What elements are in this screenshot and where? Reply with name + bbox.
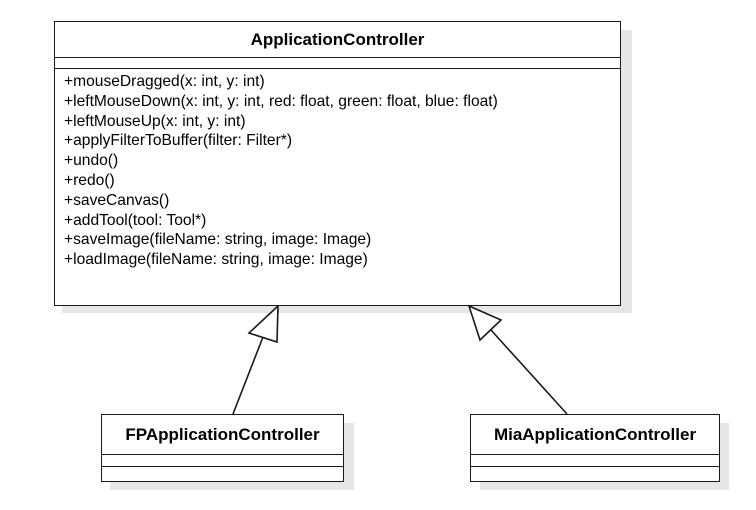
application-controller-operations: +mouseDragged(x: int, y: int) +leftMouse…: [55, 69, 620, 270]
operation-redo: +redo(): [64, 171, 115, 189]
mia-generalization-line: [490, 329, 568, 415]
fp-application-controller-name: FPApplicationController: [102, 415, 343, 455]
fp-application-controller-operations: [102, 467, 343, 480]
application-controller-name: ApplicationController: [55, 22, 620, 58]
mia-application-controller-operations: [471, 467, 719, 480]
mia-application-controller-name: MiaApplicationController: [471, 415, 719, 455]
operation-mouse-dragged: +mouseDragged(x: int, y: int): [64, 73, 265, 90]
fp-generalization-arrowhead: [247, 304, 279, 344]
operation-left-mouse-down: +leftMouseDown(x: int, y: int, red: floa…: [64, 92, 498, 110]
operation-undo: +undo(): [64, 152, 119, 170]
operation-load-image: +loadImage(fileName: string, image: Imag…: [64, 251, 368, 269]
operation-left-mouse-up: +leftMouseUp(x: int, y: int): [64, 112, 246, 130]
fp-application-controller-attributes: [102, 455, 343, 467]
mia-generalization-arrowhead: [467, 304, 503, 342]
fp-application-controller-class[interactable]: FPApplicationController: [101, 414, 344, 482]
mia-application-controller-attributes: [471, 455, 719, 467]
fp-generalization-line: [232, 336, 264, 415]
operation-add-tool: +addTool(tool: Tool*): [64, 211, 207, 229]
operation-save-image: +saveImage(fileName: string, image: Imag…: [64, 231, 372, 249]
application-controller-attributes: [55, 58, 620, 69]
application-controller-class[interactable]: ApplicationController +mouseDragged(x: i…: [54, 21, 621, 306]
mia-application-controller-class[interactable]: MiaApplicationController: [470, 414, 720, 482]
operation-apply-filter-to-buffer: +applyFilterToBuffer(filter: Filter*): [64, 132, 293, 150]
operation-save-canvas: +saveCanvas(): [64, 191, 170, 209]
